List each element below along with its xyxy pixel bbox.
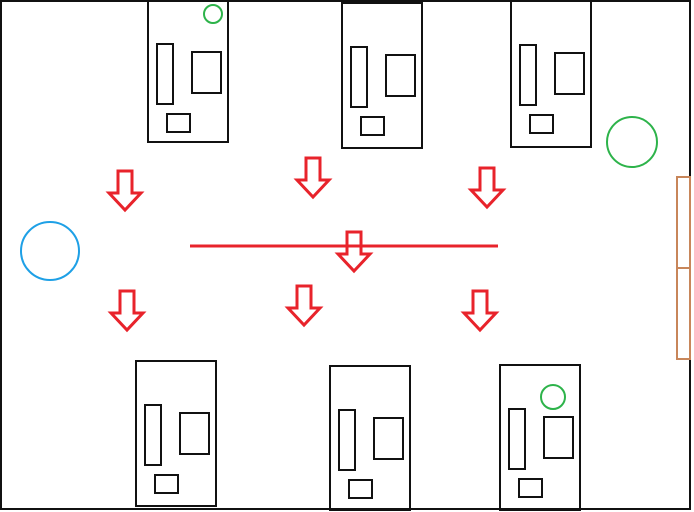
unit-top-right: [510, 0, 592, 148]
unit-outline: [341, 2, 423, 149]
unit-tall-panel: [156, 43, 174, 105]
unit-top-middle: [341, 2, 423, 149]
unit-square-panel: [373, 417, 404, 460]
unit-tall-panel: [338, 409, 356, 471]
blue-circle-marker: [20, 221, 80, 281]
unit-tall-panel: [508, 408, 526, 470]
unit-tall-panel: [144, 404, 162, 466]
door: [676, 176, 691, 360]
unit-outline: [135, 360, 217, 507]
green-circle-marker: [203, 4, 223, 24]
unit-small-panel: [360, 116, 385, 136]
unit-square-panel: [179, 412, 210, 455]
unit-bottom-right: [499, 364, 581, 511]
unit-small-panel: [529, 114, 554, 134]
down-arrow-icon: [460, 289, 500, 333]
down-arrow-icon: [467, 166, 507, 210]
unit-small-panel: [154, 474, 179, 494]
unit-tall-panel: [350, 46, 368, 108]
unit-outline: [147, 0, 229, 143]
unit-square-panel: [191, 51, 222, 94]
unit-top-left: [147, 0, 229, 143]
unit-bottom-middle: [329, 365, 411, 511]
down-arrow-icon: [107, 289, 147, 333]
unit-bottom-left: [135, 360, 217, 507]
unit-outline: [510, 0, 592, 148]
door-panel-upper: [676, 176, 691, 269]
unit-square-panel: [385, 54, 416, 97]
unit-small-panel: [348, 479, 373, 499]
down-arrow-icon: [293, 156, 333, 200]
unit-outline: [329, 365, 411, 511]
green-circle-marker: [540, 384, 566, 410]
unit-tall-panel: [519, 44, 537, 106]
arrows-group: [105, 156, 507, 333]
down-arrow-icon: [105, 169, 145, 213]
door-panel-lower: [676, 267, 691, 360]
unit-square-panel: [554, 52, 585, 95]
unit-small-panel: [518, 478, 543, 498]
green-circle-marker-large: [606, 116, 658, 168]
unit-square-panel: [543, 416, 574, 459]
unit-small-panel: [166, 113, 191, 133]
unit-outline: [499, 364, 581, 511]
down-arrow-icon: [334, 230, 374, 274]
down-arrow-icon: [284, 284, 324, 328]
